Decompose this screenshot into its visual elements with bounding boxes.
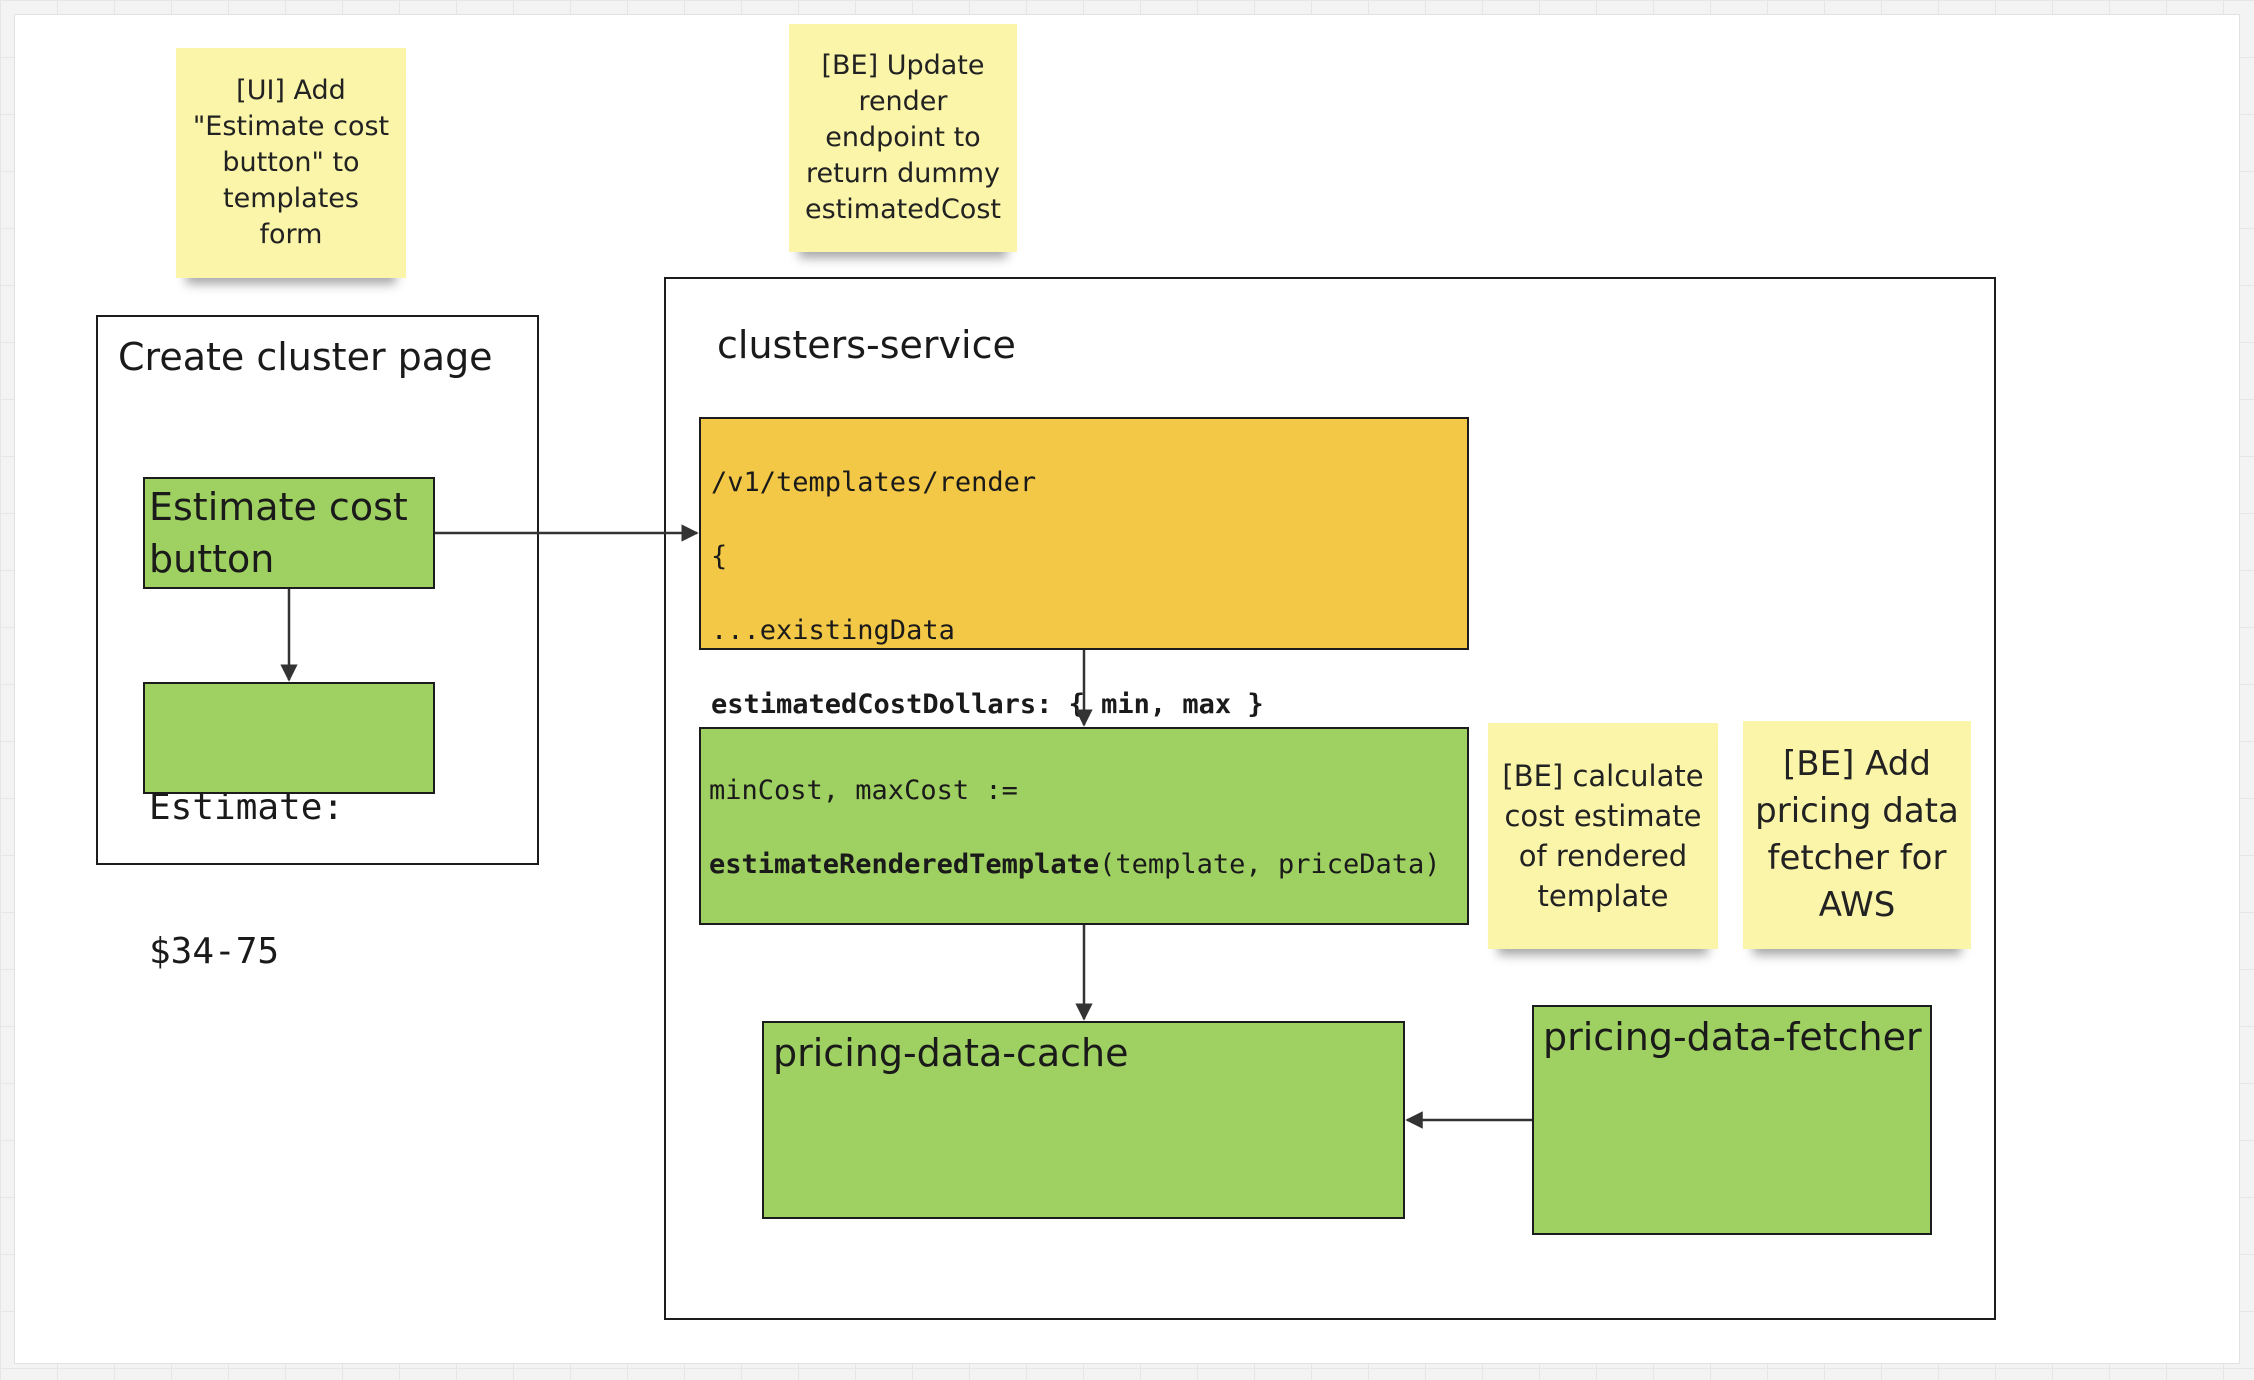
pricing-data-fetcher-box[interactable]: pricing-data-fetcher (1532, 1005, 1932, 1235)
sticky-line: render (858, 86, 948, 117)
estimate-result-box[interactable]: Estimate: $34-75 (143, 682, 435, 972)
estimate-function-code: minCost, maxCost := estimateRenderedTemp… (709, 735, 1441, 921)
clusters-service-title: clusters-service (717, 323, 1016, 367)
function-args: (template, priceData) (1099, 849, 1441, 880)
sticky-line: "Estimate cost (192, 111, 390, 142)
code-line: ...existingData (711, 615, 955, 646)
sticky-line: pricing data (1755, 791, 1959, 831)
sticky-line: return dummy (806, 158, 1000, 189)
box-line: Estimate: (149, 787, 345, 828)
sticky-note-be-pricing-fetcher[interactable]: [BE] Add pricing data fetcher for AWS (1743, 721, 1971, 949)
estimate-cost-button-box[interactable]: Estimate cost button (143, 477, 435, 589)
box-line: button (149, 537, 275, 581)
sticky-note-be-render-endpoint[interactable]: [BE] Update render endpoint to return du… (789, 24, 1017, 252)
create-cluster-page-title: Create cluster page (118, 335, 493, 379)
box-line: Estimate cost (149, 485, 408, 529)
sticky-line: template (1537, 879, 1669, 913)
function-name: estimateRenderedTemplate (709, 849, 1100, 880)
code-line: minCost, maxCost := (709, 775, 1018, 806)
pricing-data-cache-label: pricing-data-cache (773, 1031, 1129, 1075)
sticky-line: cost estimate (1504, 799, 1702, 833)
render-endpoint-box[interactable]: /v1/templates/render { ...existingData e… (699, 417, 1469, 794)
sticky-line: AWS (1818, 885, 1896, 925)
sticky-line: of rendered (1518, 839, 1688, 873)
sticky-line: button" to (222, 147, 360, 178)
pricing-data-fetcher-label: pricing-data-fetcher (1543, 1015, 1922, 1059)
code-line: /v1/templates/render (711, 467, 1037, 498)
sticky-line: form (259, 219, 323, 250)
code-line: estimateRenderedTemplate(template, price… (709, 847, 1441, 883)
sticky-line: templates (223, 183, 359, 214)
sticky-note-be-calculate-estimate[interactable]: [BE] calculate cost estimate of rendered… (1488, 723, 1718, 949)
sticky-note-ui-estimate-button[interactable]: [UI] Add "Estimate cost button" to templ… (176, 48, 406, 278)
code-line: { (711, 541, 728, 572)
estimate-result-label: Estimate: $34-75 (149, 688, 344, 1072)
sticky-line: endpoint to (825, 122, 981, 153)
pricing-data-cache-box[interactable]: pricing-data-cache (762, 1021, 1405, 1219)
sticky-line: fetcher for (1767, 838, 1947, 878)
box-line: $34-75 (149, 931, 280, 972)
sticky-line: estimatedCost (805, 194, 1001, 225)
sticky-line: [BE] Add (1783, 744, 1931, 784)
code-line: estimatedCostDollars: { min, max } (711, 689, 1264, 720)
sticky-line: [BE] calculate (1502, 759, 1704, 793)
render-endpoint-code: /v1/templates/render { ...existingData e… (711, 427, 1264, 835)
sticky-line: [UI] Add (236, 75, 346, 106)
estimate-cost-button-label: Estimate cost button (149, 481, 408, 585)
sticky-line: [BE] Update (821, 50, 985, 81)
estimate-rendered-template-box[interactable]: minCost, maxCost := estimateRenderedTemp… (699, 727, 1469, 925)
